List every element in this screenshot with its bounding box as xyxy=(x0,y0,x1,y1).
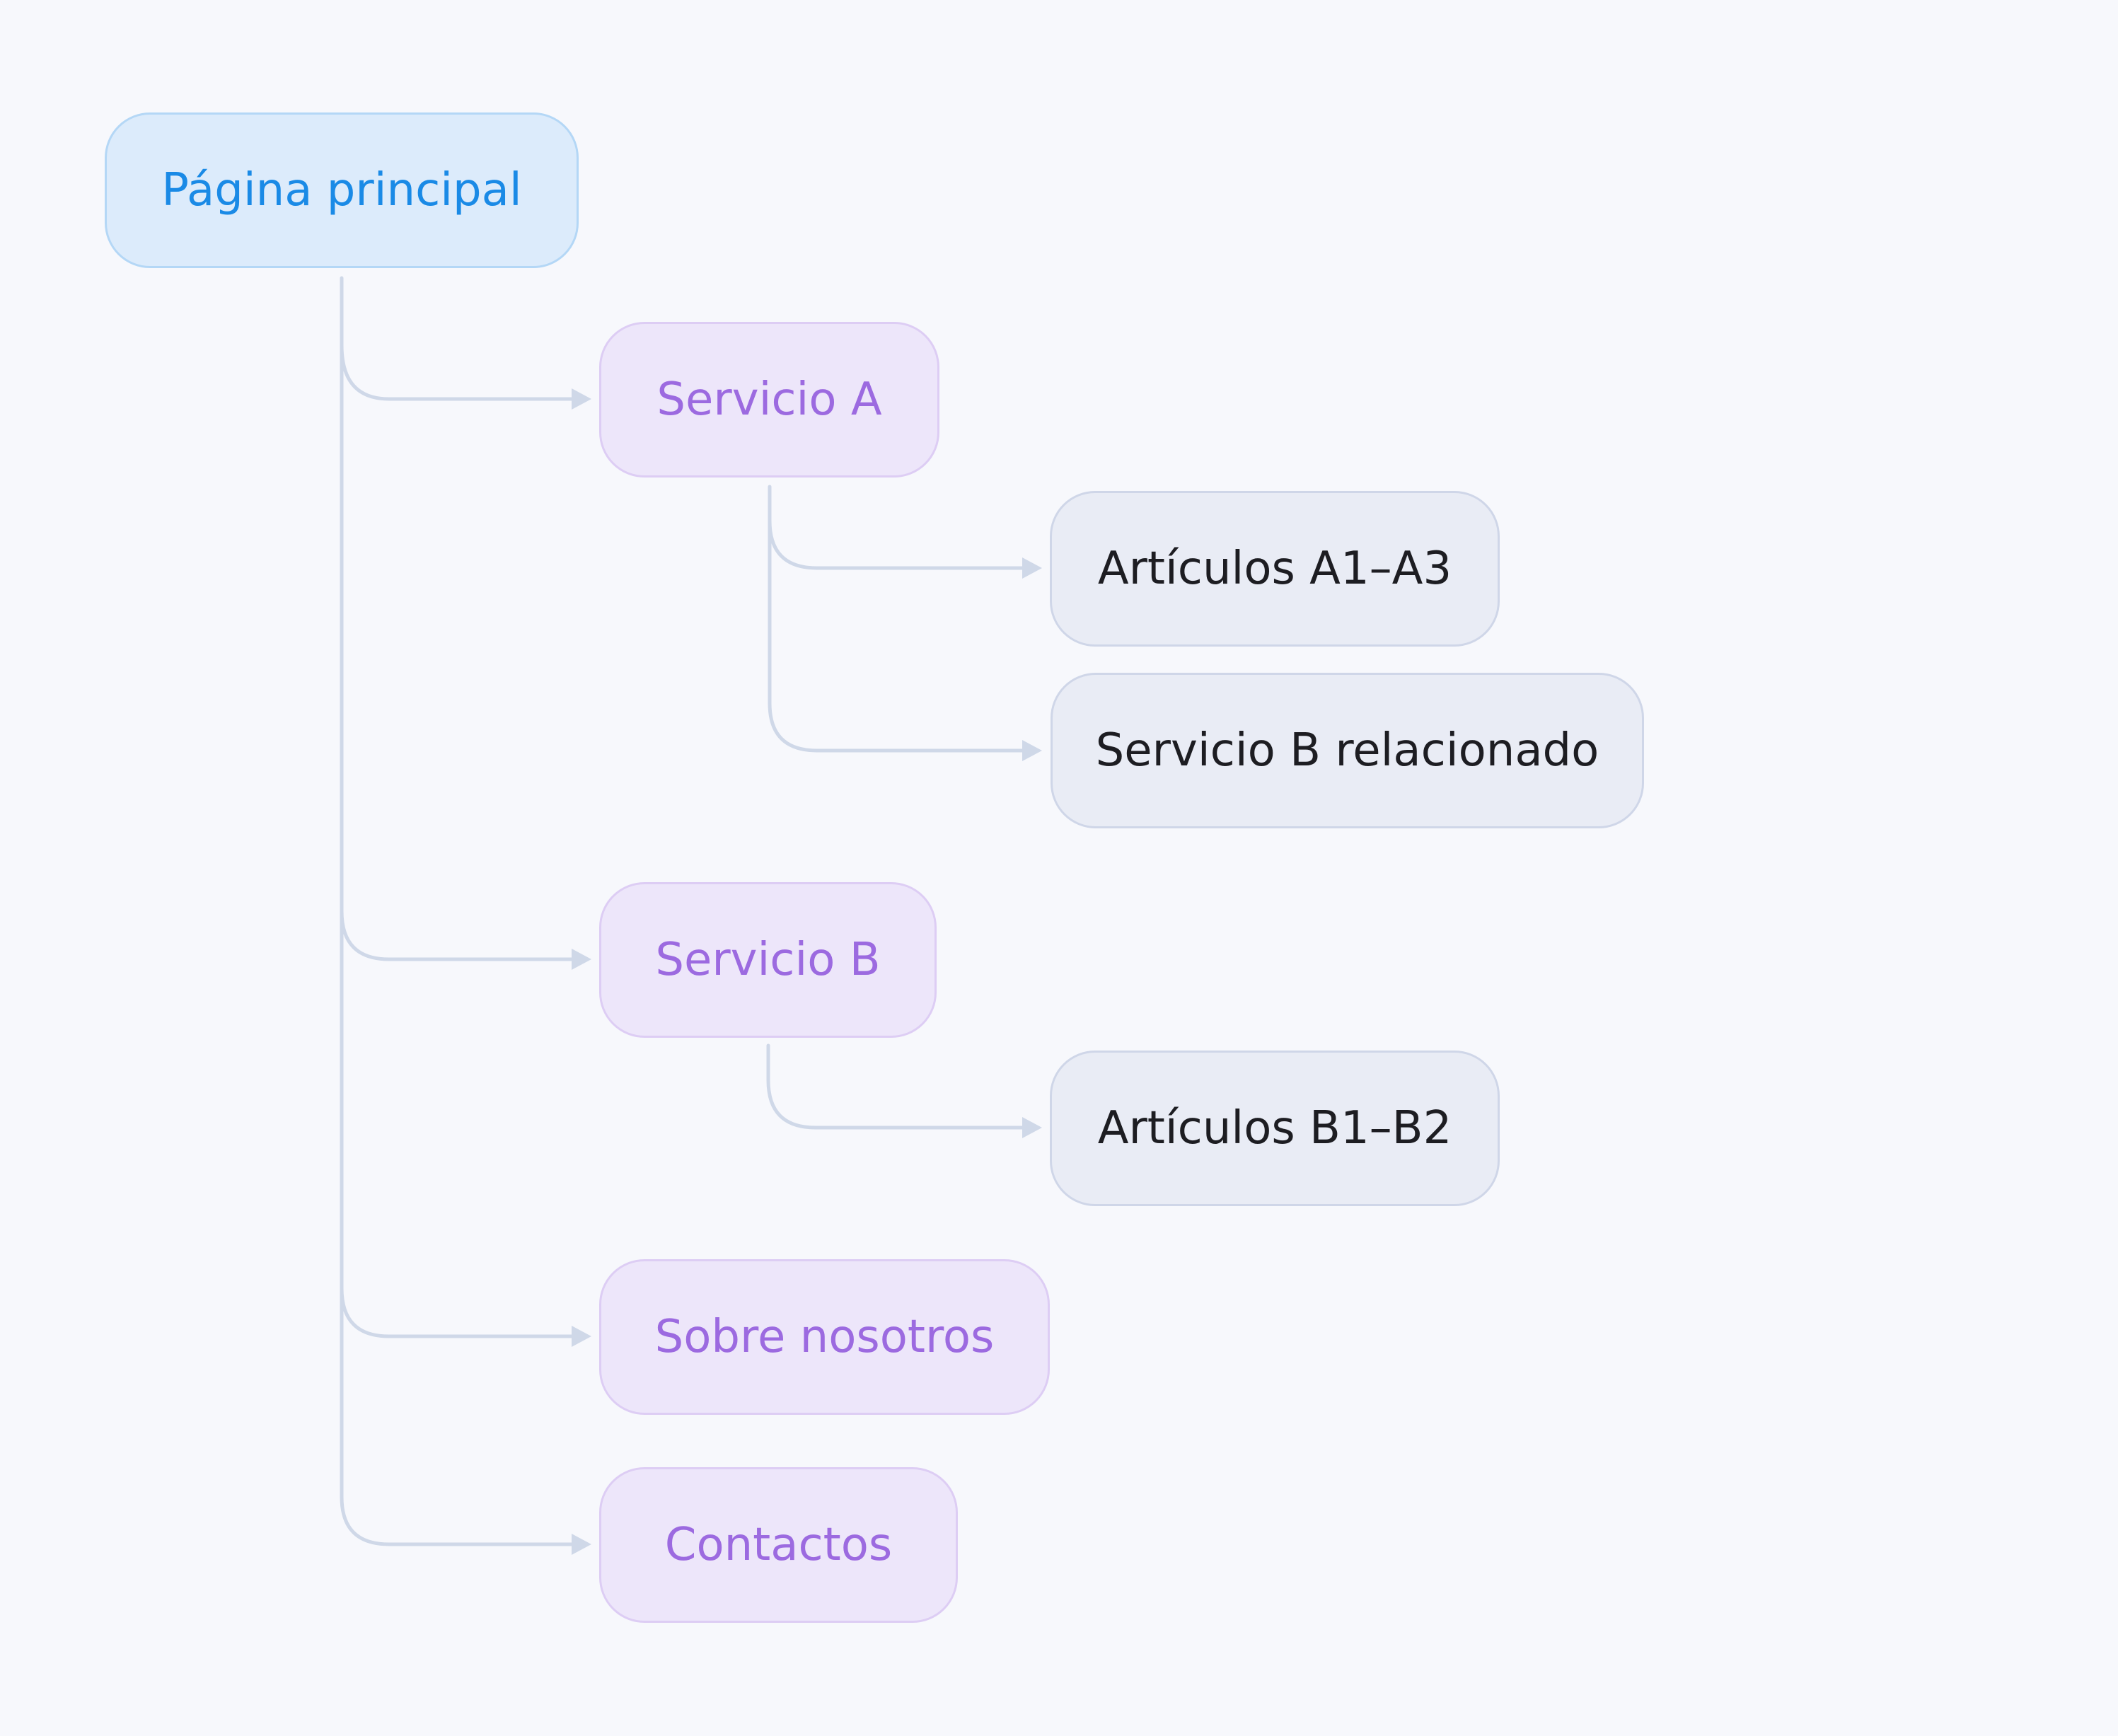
node-label: Servicio B relacionado xyxy=(1095,724,1599,777)
node-label: Sobre nosotros xyxy=(654,1311,995,1363)
node-servicio-b-relacionado[interactable]: Servicio B relacionado xyxy=(1051,673,1644,828)
node-label: Servicio B xyxy=(655,934,881,986)
node-servicio-a[interactable]: Servicio A xyxy=(599,322,939,478)
connector-root-trunk xyxy=(340,276,584,1546)
connector-root-servicio-b xyxy=(340,909,584,961)
node-articulos-b1-b2[interactable]: Artículos B1–B2 xyxy=(1050,1051,1500,1206)
node-contactos[interactable]: Contactos xyxy=(599,1467,958,1623)
arrowhead xyxy=(1022,740,1042,761)
connector-root-servicio-a xyxy=(340,343,584,401)
node-sobre-nosotros[interactable]: Sobre nosotros xyxy=(599,1259,1050,1415)
arrowhead xyxy=(572,1534,591,1555)
arrowhead xyxy=(572,1326,591,1347)
node-label: Página principal xyxy=(161,164,522,216)
arrowhead xyxy=(572,949,591,970)
node-articulos-a1-a3[interactable]: Artículos A1–A3 xyxy=(1050,491,1500,647)
node-pagina-principal[interactable]: Página principal xyxy=(105,112,579,268)
connector-root-sobre-nosotros xyxy=(340,1286,584,1338)
arrowhead xyxy=(1022,1117,1042,1138)
connector-servicio-a-articulos xyxy=(768,519,1035,570)
node-label: Servicio A xyxy=(656,374,882,426)
node-label: Contactos xyxy=(664,1519,893,1571)
connector-servicio-a-trunk xyxy=(768,485,1035,753)
node-servicio-b[interactable]: Servicio B xyxy=(599,882,937,1038)
node-label: Artículos A1–A3 xyxy=(1097,543,1452,595)
arrowhead xyxy=(572,388,591,410)
connector-servicio-b-articulos xyxy=(766,1043,1035,1130)
node-label: Artículos B1–B2 xyxy=(1097,1102,1452,1155)
arrowhead xyxy=(1022,557,1042,579)
